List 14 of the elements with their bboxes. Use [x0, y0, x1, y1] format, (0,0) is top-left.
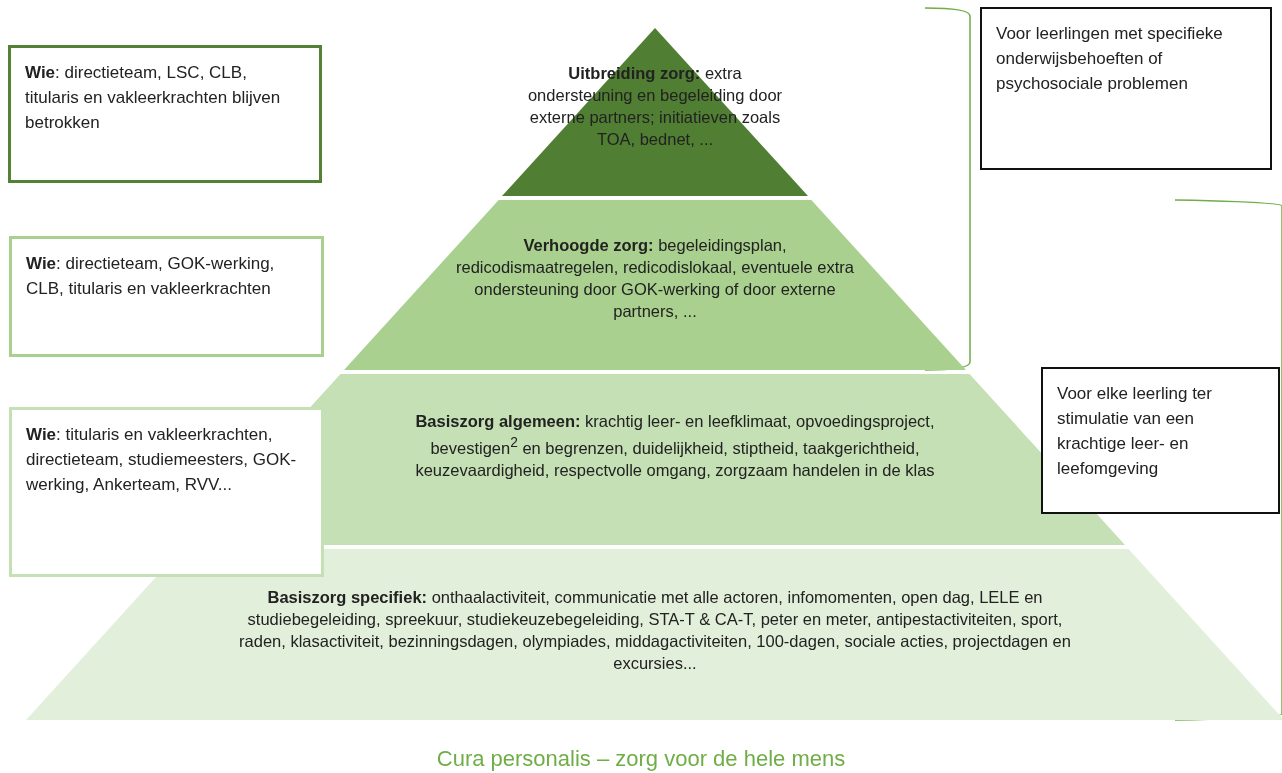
- caption: Cura personalis – zorg voor de hele mens: [435, 746, 847, 772]
- text-box: [9, 407, 324, 577]
- text-box: [9, 236, 324, 357]
- tier-description: Basiszorg algemeen: krachtig leer- en leefklimaat, opvoedingsproject, bevestigen$^{2}$ en begrenzen, duidelijkheid, stiptheid, taakgerichtheid, keuzevaardigheid, respectvolle omgang, zorgzaam handelen in de klas: [414, 411, 936, 481]
- tier-description: Basiszorg specifiek: onthaalactiviteit, communicatie met alle actoren, infomomenten, open dag, LELE en studiebegeleiding, spreekuur, studiekeuzebegeleiding, STA-T & CA-T, peter en meter, antipestactiviteiten, sport, raden, klasactiviteit, bezinningsdagen, olympiades, middagactiviteiten, 100-dagen, sociale acties, projectdagen en excursies...: [238, 587, 1072, 674]
- box-text: Voor leerlingen met specifieke onderwijsbehoeften of psychosociale problemen: [996, 24, 1223, 93]
- tier-description: Verhoogde zorg: begeleidingsplan, redicodismaatregelen, redicodislokaal, eventuele extra ondersteuning door GOK-werking of door externe partners, ...: [454, 235, 856, 322]
- text-box: [980, 7, 1272, 170]
- box-text: Voor elke leerling ter stimulatie van een krachtige leer- en leefomgeving: [1057, 384, 1212, 478]
- box-text: Wie: directieteam, LSC, CLB, titularis en vakleerkrachten blijven betrokken: [25, 63, 281, 132]
- box-text: Wie: directieteam, GOK-werking, CLB, titularis en vakleerkrachten: [26, 254, 275, 298]
- text-box: [1041, 367, 1280, 514]
- text-box: [8, 45, 322, 183]
- box-text: Wie: titularis en vakleerkrachten, directieteam, studiemeesters, GOK-werking, Ankerteam, RVV...: [26, 425, 297, 494]
